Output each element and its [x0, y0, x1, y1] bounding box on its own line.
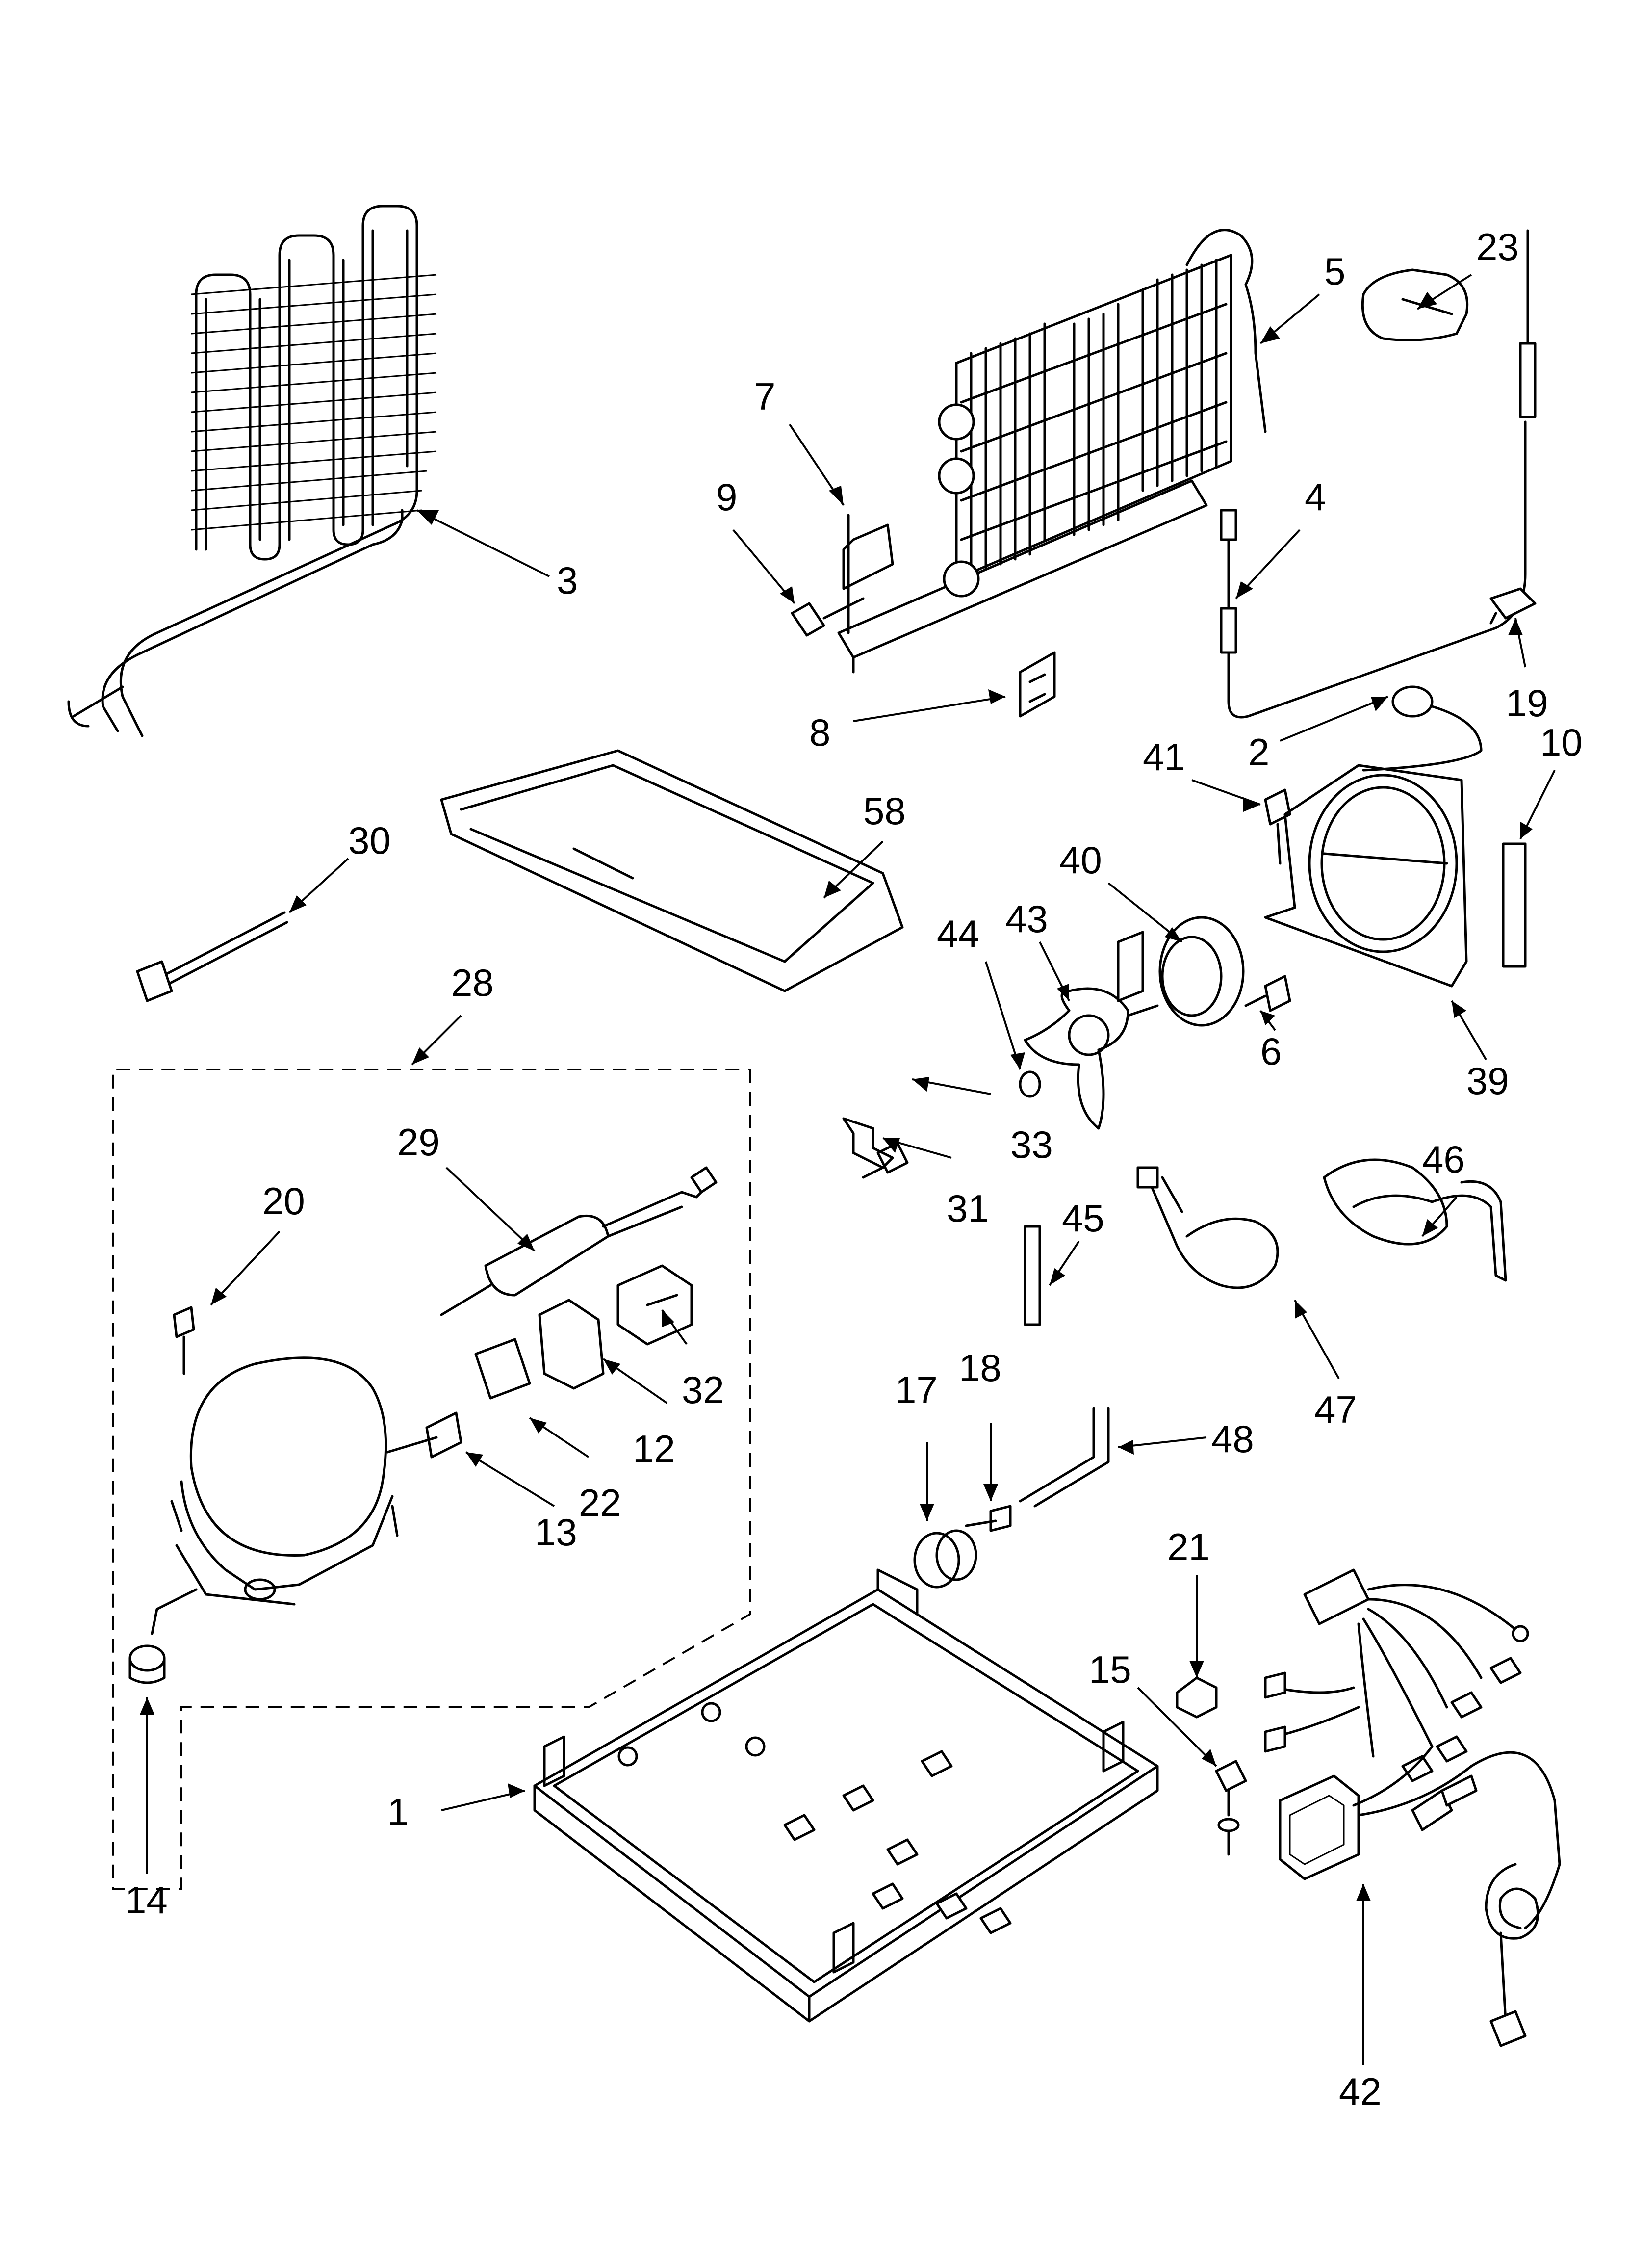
part-grommet-14	[128, 1644, 166, 1684]
part-drain-tray	[440, 749, 904, 992]
callout-39: 39	[1466, 1059, 1509, 1102]
part-washer-44	[1019, 1070, 1041, 1098]
callout-48: 48	[1211, 1417, 1254, 1460]
callout-7: 7	[754, 375, 775, 418]
callout-43: 43	[1005, 897, 1048, 940]
part-fan-blade	[1024, 987, 1129, 1130]
callout-41: 41	[1143, 735, 1185, 779]
callout-31: 31	[947, 1187, 989, 1230]
part-strip	[1502, 842, 1527, 968]
part-wire-harness	[1264, 1568, 1561, 2047]
callout-29: 29	[397, 1121, 440, 1164]
callout-47: 47	[1314, 1388, 1357, 1431]
callout-5: 5	[1324, 250, 1345, 293]
callout-3: 3	[557, 559, 578, 602]
part-clip-19	[1489, 587, 1537, 625]
part-screw-9	[791, 597, 865, 637]
callout-8: 8	[809, 711, 830, 754]
callout-12: 12	[633, 1427, 675, 1470]
part-grommet-wire	[1362, 685, 1483, 772]
part-condenser-coil	[67, 205, 437, 737]
part-screw-20	[173, 1306, 195, 1375]
callout-32: 32	[682, 1368, 724, 1411]
callout-6: 6	[1260, 1030, 1282, 1073]
callout-46: 46	[1422, 1138, 1465, 1181]
callout-1: 1	[387, 1790, 409, 1833]
callout-33: 33	[1010, 1123, 1053, 1166]
assembly-boundary	[112, 1069, 751, 1890]
callout-9: 9	[716, 475, 737, 519]
part-cable-tie	[136, 911, 288, 1002]
callout-18: 18	[959, 1346, 1001, 1389]
callout-44: 44	[937, 912, 979, 955]
leader-arrowheads	[140, 292, 1533, 1901]
callout-4: 4	[1305, 475, 1326, 519]
callout-28: 28	[451, 961, 494, 1004]
callout-23: 23	[1476, 225, 1519, 268]
part-drier	[440, 1166, 718, 1316]
callout-2: 2	[1248, 730, 1269, 774]
part-screw-6	[1244, 975, 1291, 1012]
part-clip-8	[1019, 651, 1056, 718]
part-fan-motor	[1117, 916, 1245, 1027]
part-l-tube	[1019, 1407, 1110, 1508]
part-cap	[1361, 268, 1469, 341]
part-evaporator	[837, 229, 1267, 674]
callout-19: 19	[1506, 681, 1548, 725]
callout-21: 21	[1167, 1525, 1210, 1568]
callout-10: 10	[1540, 721, 1583, 764]
callout-40: 40	[1059, 838, 1102, 882]
callout-20: 20	[262, 1179, 305, 1223]
part-base-pan	[533, 1568, 1159, 2023]
callout-15: 15	[1089, 1648, 1131, 1691]
part-compressor	[151, 1356, 462, 1635]
callout-14: 14	[125, 1878, 168, 1922]
callout-42: 42	[1339, 2070, 1382, 2113]
part-tubing	[1024, 1158, 1507, 1326]
part-fan-shroud	[1264, 764, 1468, 988]
part-screw-15	[1215, 1760, 1247, 1856]
part-screw-41	[1264, 788, 1291, 865]
part-sensor-wire	[1220, 229, 1537, 719]
part-clip-31	[842, 1117, 894, 1169]
callout-13: 13	[535, 1511, 577, 1554]
callout-45: 45	[1062, 1197, 1104, 1240]
part-nut	[1176, 1676, 1218, 1719]
part-foot	[913, 1505, 1012, 1589]
callout-30: 30	[348, 819, 391, 862]
callout-22: 22	[579, 1481, 621, 1524]
callout-17: 17	[895, 1368, 938, 1411]
callout-labels: 3 7 5 23 9 4 8 19 2 41 10 58 30 40 43 44…	[125, 225, 1583, 2113]
callout-58: 58	[863, 789, 906, 833]
